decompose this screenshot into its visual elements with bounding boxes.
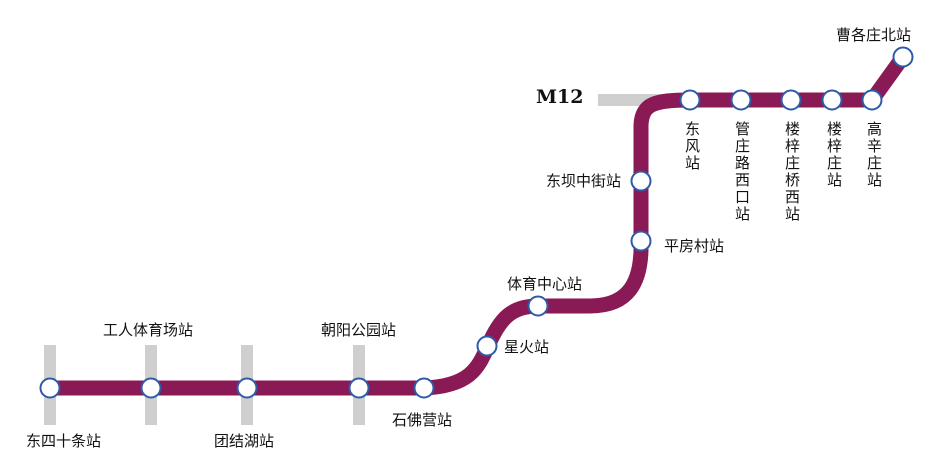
label-tiyuzhongxin: 体育中心站 — [507, 275, 583, 293]
station-marker-dongfeng[interactable] — [679, 89, 701, 111]
label-louzizhuang: 楼梓庄站 — [825, 121, 843, 189]
label-shifoying: 石佛营站 — [392, 411, 453, 429]
label-xinghuo: 星火站 — [504, 338, 550, 356]
station-marker-xinghuo[interactable] — [476, 335, 498, 357]
label-tuanjiehu: 团结湖站 — [214, 432, 275, 450]
station-marker-gaoxinzhuang[interactable] — [861, 89, 883, 111]
station-marker-chaoyanggongyuan[interactable] — [348, 377, 370, 399]
label-gongrentiyuchang: 工人体育场站 — [103, 321, 194, 339]
label-dongbazhongjie: 东坝中街站 — [546, 172, 622, 190]
stations-layer — [39, 46, 914, 399]
label-dongfeng: 东风站 — [683, 121, 701, 172]
station-marker-louzizhuangqiaoxi[interactable] — [780, 89, 802, 111]
transfer-bars — [44, 94, 698, 425]
label-pingfangcun: 平房村站 — [664, 237, 725, 255]
station-marker-dongsishitiao[interactable] — [39, 377, 61, 399]
station-marker-louzizhuang[interactable] — [821, 89, 843, 111]
line-name: M12 — [536, 86, 584, 108]
label-louzizhuangqiaoxi: 楼梓庄桥西站 — [783, 121, 801, 223]
m12-route-line — [42, 49, 911, 396]
label-gaoxinzhuang: 高辛庄站 — [865, 121, 883, 189]
label-dongsishitiao: 东四十条站 — [26, 432, 102, 450]
label-chaoyanggongyuan: 朝阳公园站 — [321, 321, 397, 339]
station-marker-guanzhuangluxikou[interactable] — [730, 89, 752, 111]
station-marker-caogezhuangbei[interactable] — [892, 46, 914, 68]
station-marker-tuanjiehu[interactable] — [236, 377, 258, 399]
station-marker-dongbazhongjie[interactable] — [630, 170, 652, 192]
label-guanzhuangluxikou: 管庄路西口站 — [733, 121, 751, 223]
station-marker-shifoying[interactable] — [413, 377, 435, 399]
station-marker-tiyuzhongxin[interactable] — [527, 295, 549, 317]
station-marker-gongrentiyuchang[interactable] — [140, 377, 162, 399]
label-caogezhuangbei: 曹各庄北站 — [836, 26, 912, 44]
station-marker-pingfangcun[interactable] — [630, 230, 652, 252]
